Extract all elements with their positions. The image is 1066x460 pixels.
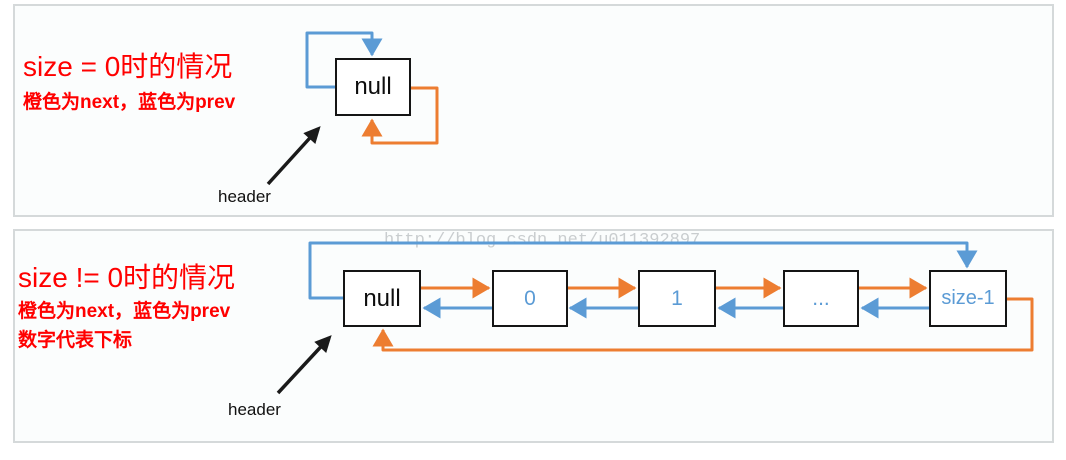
panel-empty-case xyxy=(13,4,1054,217)
empty-case-legend: 橙色为next，蓝色为prev xyxy=(23,92,236,113)
node-0: 0 xyxy=(492,270,568,327)
watermark-url: http://blog.csdn.net/u011392897 xyxy=(384,231,701,250)
node-null-label: null xyxy=(363,284,401,312)
nonempty-case-title: size != 0时的情况 xyxy=(18,262,236,293)
empty-case-title: size = 0时的情况 xyxy=(23,51,233,82)
node-1: 1 xyxy=(638,270,716,327)
header-label-nonempty: header xyxy=(228,400,281,419)
node-header-null: null xyxy=(335,58,411,116)
node-0-label: 0 xyxy=(524,286,536,310)
node-size-minus-1: size-1 xyxy=(929,270,1007,327)
nonempty-case-legend: 橙色为next，蓝色为prev xyxy=(18,301,231,322)
node-size-minus-1-label: size-1 xyxy=(941,287,995,309)
node-ellipsis-label: ... xyxy=(812,286,830,310)
node-header-null-label: null xyxy=(354,73,392,100)
node-ellipsis: ... xyxy=(783,270,859,327)
node-null: null xyxy=(343,270,421,327)
nonempty-case-note: 数字代表下标 xyxy=(18,330,133,351)
node-1-label: 1 xyxy=(671,286,683,310)
header-label-empty: header xyxy=(218,187,271,206)
